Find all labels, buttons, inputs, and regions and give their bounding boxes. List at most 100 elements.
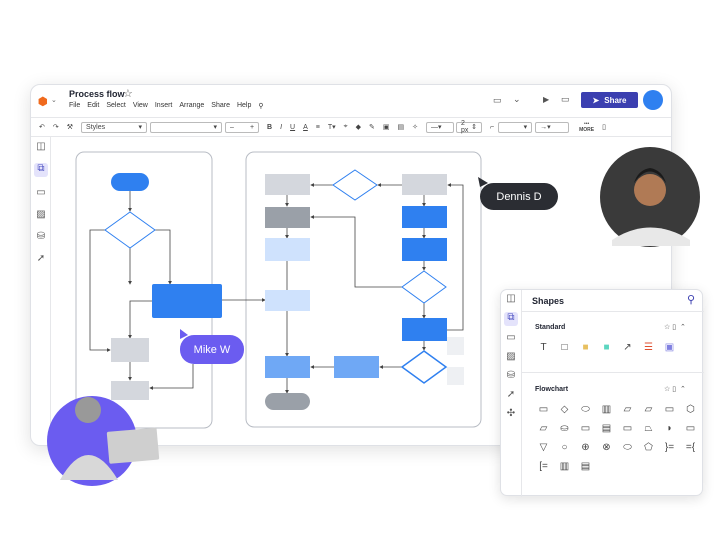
more-button[interactable]: •••MORE [579,121,595,133]
frame-icon[interactable]: ▭ [506,332,516,343]
decision-shape[interactable] [332,169,378,201]
video-shape[interactable]: ▣ [664,342,675,353]
underline-button[interactable]: U [290,123,296,131]
process-shape[interactable] [265,238,310,261]
line-color-icon[interactable]: ✎ [369,124,375,131]
process-shape[interactable] [265,207,310,228]
display-shape-tool[interactable]: ⬭ [623,442,632,453]
manual-input-tool[interactable]: ▭ [664,404,675,415]
menu-edit[interactable]: Edit [87,102,100,109]
text-color-button[interactable]: A [303,123,308,131]
terminator-tool[interactable]: ⬭ [581,404,590,415]
note-shape[interactable]: ■ [582,342,589,353]
menu-select[interactable]: Select [106,102,126,109]
process-shape-tool[interactable]: ▭ [538,404,549,415]
image-icon[interactable]: ▨ [506,351,516,362]
display-tool[interactable]: ▭ [685,423,696,434]
off-page-tool[interactable]: ⬠ [644,442,653,453]
styles-dropdown[interactable]: Styles▾ [81,121,148,133]
process-shape[interactable] [265,174,310,195]
list-shape[interactable]: ☰ [644,342,653,353]
swimlane-vertical-tool[interactable]: ▥ [559,461,570,472]
lock-icon[interactable]: ▣ [382,124,390,131]
swimlane-right[interactable] [245,151,482,428]
annotation-right-tool[interactable]: }= [664,442,675,453]
end-terminator[interactable] [265,393,310,410]
share-button[interactable]: ➤Share [581,92,638,108]
shapes-icon[interactable]: ⧉ [34,163,48,177]
puzzle-icon[interactable]: ✣ [506,408,516,419]
redo-icon[interactable]: ↷ [52,124,59,131]
bold-button[interactable]: B [267,123,273,131]
menu-file[interactable]: File [69,102,81,109]
process-shape[interactable] [402,318,447,341]
italic-button[interactable]: I [280,123,283,131]
line-shape[interactable]: ↗ [623,342,632,353]
menu-view[interactable]: View [132,102,148,109]
process-shape[interactable] [402,206,447,228]
decision-shape[interactable] [104,211,156,249]
process-shape[interactable] [402,238,447,261]
action-shape[interactable]: ■ [603,342,610,353]
comment-icon[interactable]: ▭ [493,95,502,105]
document-title[interactable]: Process flow [69,89,125,99]
connector-tool[interactable]: ○ [561,442,568,453]
line-style-dropdown[interactable]: —▾ [426,121,455,133]
text-options-icon[interactable]: T▾ [327,124,336,131]
video-icon[interactable]: ▭ [561,94,570,104]
connector-icon[interactable]: ⌐ [490,123,495,131]
process-shape[interactable] [265,356,310,378]
decision-shape[interactable] [400,350,448,384]
pages-icon[interactable]: ◫ [36,141,46,152]
multi-document-tool[interactable]: ▱ [644,404,653,415]
manual-operation-tool[interactable]: ⏢ [644,423,653,434]
logo-icon[interactable]: ⬢ [38,96,48,108]
data-tool[interactable]: ▱ [539,423,548,434]
section-actions[interactable]: ☆ ▯ ⌃ [664,386,686,393]
shapes-icon[interactable]: ⧉ [504,312,518,326]
font-dropdown[interactable]: ▾ [150,121,223,133]
process-shape[interactable] [265,290,310,311]
rocket-icon[interactable]: ➚ [36,253,46,264]
internal-storage-tool[interactable]: ▤ [601,423,612,434]
start-terminator[interactable] [111,173,149,191]
line-end-dropdown[interactable]: →▾ [535,121,570,133]
section-flowchart[interactable]: Flowchart [535,386,569,393]
annotation-tool[interactable]: [= [539,461,548,472]
section-standard[interactable]: Standard [535,324,566,331]
binoculars-icon[interactable]: ⚲ [258,103,264,110]
or-tool[interactable]: ⊕ [581,442,590,453]
pages-icon[interactable]: ◫ [506,293,516,304]
search-icon[interactable]: ⚲ [687,294,696,306]
subprocess-tool[interactable]: ▥ [601,404,612,415]
user-avatar[interactable] [643,90,663,110]
chevron-down-icon[interactable]: ⌄ [513,94,521,104]
annotation-left-tool[interactable]: ={ [685,442,696,453]
format-painter-icon[interactable]: ⚒ [66,124,74,131]
decision-shape[interactable] [401,270,447,304]
tape-tool[interactable]: ▭ [622,423,633,434]
data-icon[interactable]: ⛁ [36,231,46,242]
section-actions[interactable]: ☆ ▯ ⌃ [664,324,686,331]
position-icon[interactable]: ⌖ [343,123,348,130]
process-shape[interactable] [152,284,222,318]
process-shape[interactable] [447,367,464,385]
magic-wand-icon[interactable]: ✧ [412,124,419,131]
data-icon[interactable]: ⛁ [506,370,516,381]
menu-help[interactable]: Help [236,102,252,109]
menu-arrange[interactable]: Arrange [179,102,205,109]
rect-shape[interactable]: □ [561,342,568,353]
present-icon[interactable]: ▶ [543,95,550,104]
menu-share[interactable]: Share [211,102,230,109]
process-shape[interactable] [334,356,379,378]
line-start-dropdown[interactable]: ▾ [498,121,533,133]
chevron-down-icon[interactable]: ⌄ [51,97,57,104]
decision-shape-tool[interactable]: ◇ [560,404,569,415]
document-tool[interactable]: ▱ [623,404,632,415]
preparation-tool[interactable]: ⬡ [686,404,695,415]
process-shape[interactable] [111,381,149,400]
font-size-stepper[interactable]: –+ [225,121,260,133]
star-icon[interactable]: ☆ [123,88,133,100]
text-shape[interactable]: T [540,342,547,353]
undo-icon[interactable]: ↶ [39,124,45,131]
